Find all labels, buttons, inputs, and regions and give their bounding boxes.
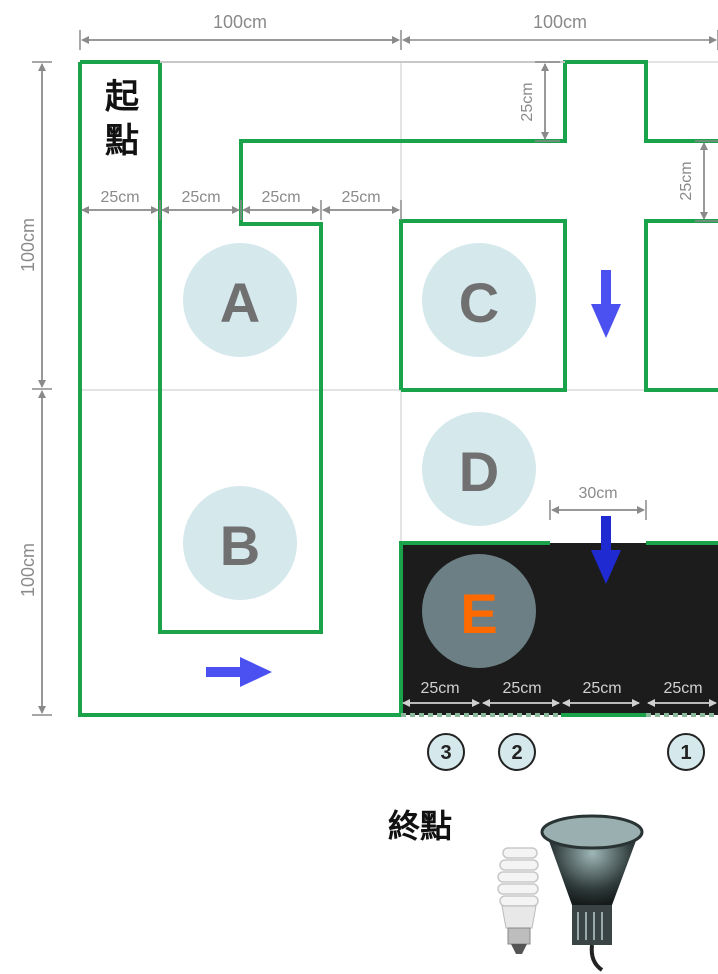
zone-e-label: E [460,582,497,645]
arrow-down-icon [591,516,621,584]
finish-label: 終點 [388,807,452,845]
dimension-row-25 [81,200,402,220]
dimension-right [535,61,718,222]
zone-e: E [422,554,536,668]
dim-gap: 30cm [578,485,617,502]
marker-1-label: 1 [680,742,691,764]
zone-c-label: C [459,271,499,334]
start-label-1: 起 [105,77,140,117]
dimension-left [32,61,52,716]
zone-c: C [422,243,536,357]
zone-d: D [422,412,536,526]
dim-left-top: 100cm [18,218,38,272]
dim-right-top: 25cm [519,82,536,121]
start-label-2: 點 [105,121,139,161]
dim-col-c: 25cm [261,189,300,206]
marker-2-label: 2 [511,742,522,764]
dim-top-left: 100cm [213,12,267,32]
dim-col-d: 25cm [341,189,380,206]
marker-1: 1 [667,733,705,771]
arrow-right-icon [206,657,272,687]
marker-3: 3 [427,733,465,771]
dim-bottom-b: 25cm [502,680,541,697]
dim-left-bottom: 100cm [18,543,38,597]
zone-b: B [183,486,297,600]
zone-a: A [183,243,297,357]
dimension-gap [549,500,647,520]
dim-right-mid: 25cm [678,161,695,200]
cfl-bulb-icon [497,847,539,954]
arrow-down-icon [591,270,621,338]
zone-b-label: B [220,514,260,577]
dim-bottom-c: 25cm [582,680,621,697]
marker-2: 2 [498,733,536,771]
zone-a-label: A [220,271,260,334]
zone-d-label: D [459,440,499,503]
dim-top-right: 100cm [533,12,587,32]
dim-col-a: 25cm [100,189,139,206]
dim-bottom-a: 25cm [420,680,459,697]
dim-bottom-d: 25cm [663,680,702,697]
dim-col-b: 25cm [181,189,220,206]
dimension-top [79,30,718,50]
spotlight-bulb-icon [540,814,644,972]
marker-3-label: 3 [440,742,451,764]
